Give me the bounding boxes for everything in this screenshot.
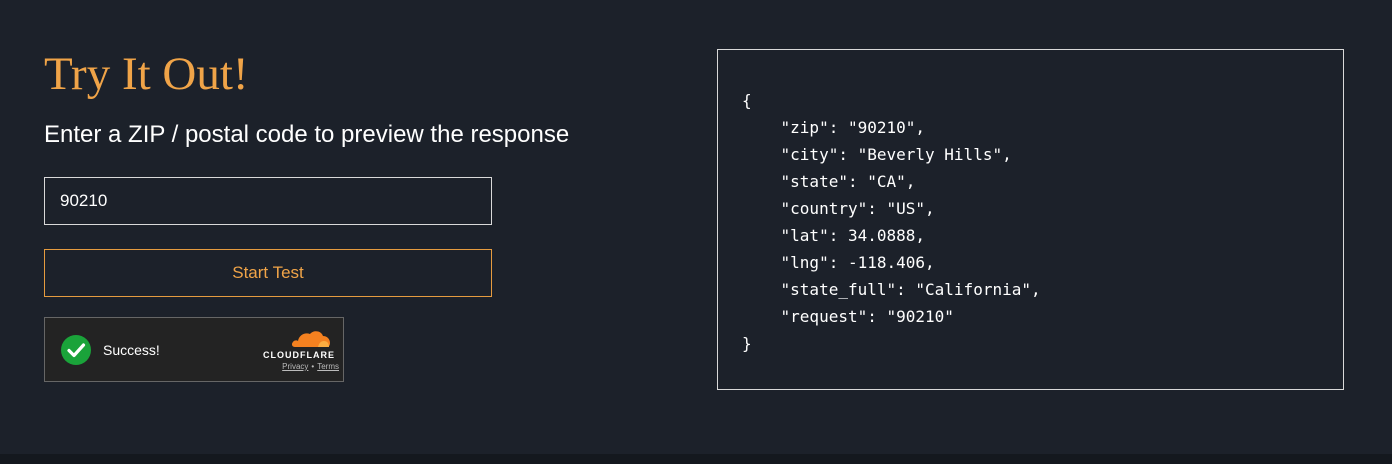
captcha-links: Privacy•Terms (282, 362, 339, 371)
zip-input[interactable] (44, 177, 492, 225)
response-preview-panel: { "zip": "90210", "city": "Beverly Hills… (717, 49, 1344, 390)
bottom-border-strip (0, 454, 1392, 464)
response-json: { "zip": "90210", "city": "Beverly Hills… (742, 91, 1041, 353)
privacy-link[interactable]: Privacy (282, 362, 309, 371)
start-test-button[interactable]: Start Test (44, 249, 492, 297)
check-circle-icon (61, 335, 91, 365)
cloudflare-logo: CLOUDFLARE Privacy•Terms (253, 329, 339, 371)
cloudflare-cloud-icon (291, 329, 331, 354)
captcha-status-text: Success! (103, 342, 160, 358)
cloudflare-wordmark: CLOUDFLARE (263, 350, 335, 360)
cloudflare-turnstile-widget: Success! CLOUDFLARE Privacy•Terms (44, 317, 344, 382)
page-title: Try It Out! (44, 48, 249, 100)
link-separator: • (311, 362, 315, 371)
page-subtitle: Enter a ZIP / postal code to preview the… (44, 121, 570, 148)
terms-link[interactable]: Terms (317, 362, 339, 371)
try-it-out-section: Try It Out! Enter a ZIP / postal code to… (44, 48, 604, 382)
